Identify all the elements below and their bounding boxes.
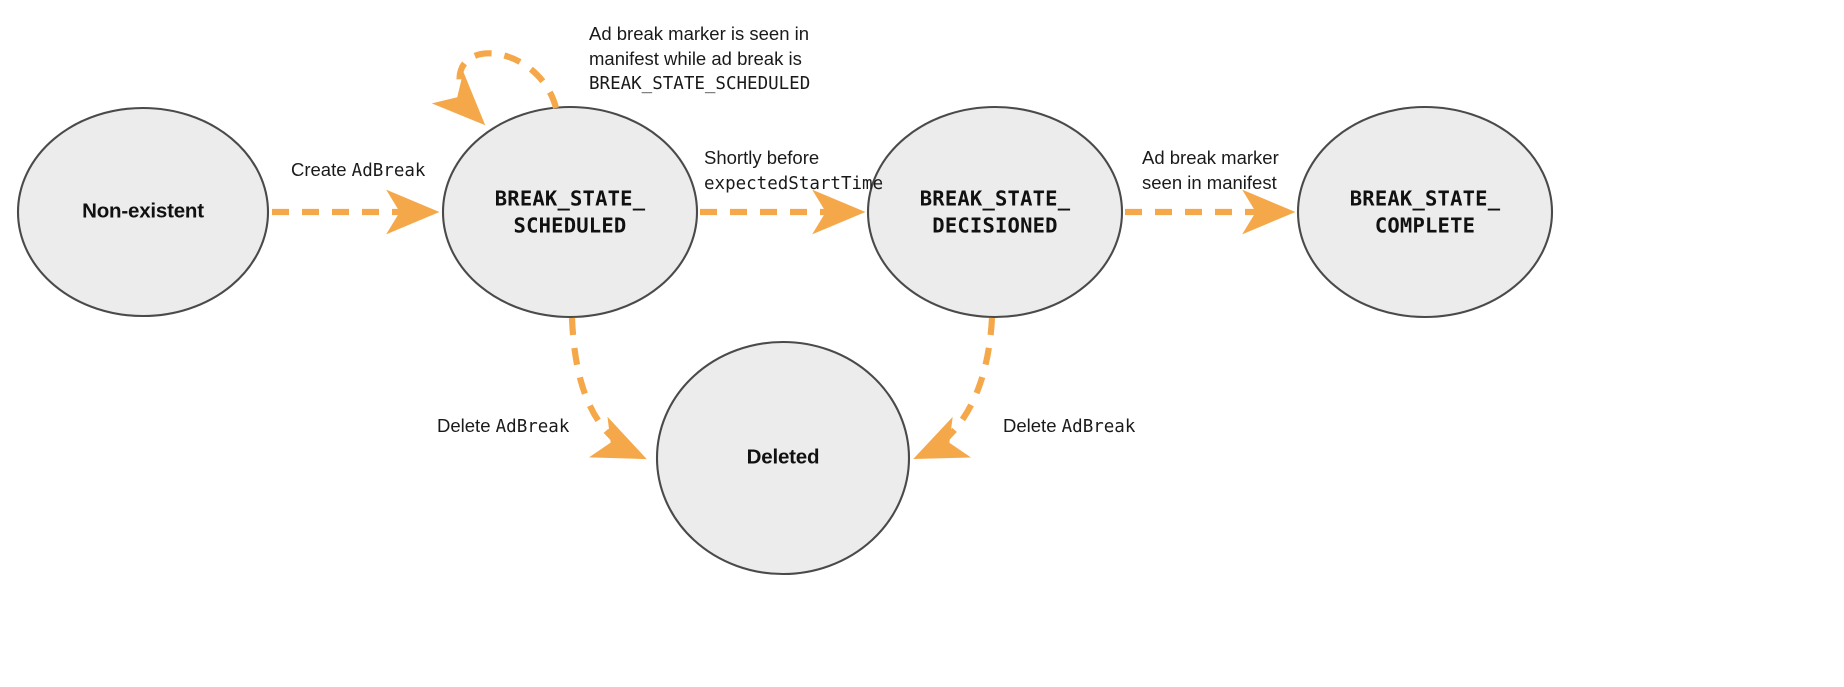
edge-label-delete-adbreak-from-decisioned: Delete AdBreak [1003,415,1136,437]
node-break-state-decisioned[interactable] [866,105,1124,319]
node-break-state-scheduled[interactable] [441,105,699,319]
edge-scheduled-self-loop[interactable] [431,50,560,126]
edge-label-delete-adbreak-from-scheduled: Delete AdBreak [437,415,570,437]
nodes-layer [16,105,1554,576]
node-deleted[interactable] [655,340,911,576]
edge-delete-adbreak-from-scheduled[interactable] [568,317,647,460]
edge-label-create-adbreak: Create AdBreak [291,159,426,181]
node-break-state-complete[interactable] [1296,105,1554,319]
edge-delete-adbreak-from-decisioned[interactable] [913,317,996,460]
node-non-existent[interactable] [16,106,270,318]
edges-layer [272,50,1296,460]
